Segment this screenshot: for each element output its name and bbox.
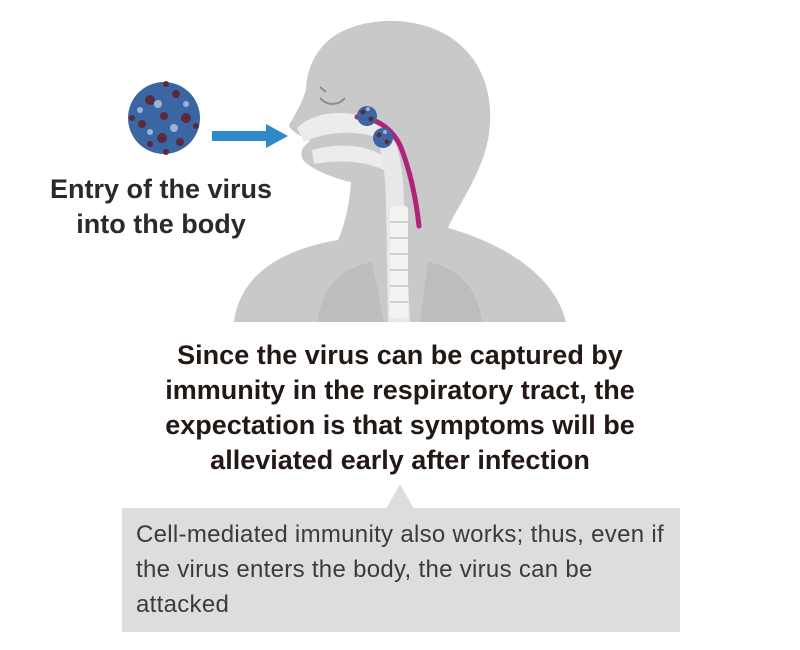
main-statement: Since the virus can be captured by immun… <box>165 340 635 475</box>
right-lung <box>420 262 482 322</box>
entry-label: Entry of the virus into the body <box>20 172 302 242</box>
callout-text: Cell-mediated immunity also works; thus,… <box>136 521 664 618</box>
virus-particle-icon <box>128 81 200 155</box>
entry-arrow-icon <box>212 124 288 148</box>
left-lung <box>318 262 384 322</box>
trachea <box>390 206 408 318</box>
oral-cavity <box>312 145 386 170</box>
closed-eye-icon <box>319 86 346 105</box>
virus-in-nose-icon <box>357 106 377 126</box>
virus-in-throat-icon <box>373 128 393 148</box>
callout-pointer <box>386 484 414 509</box>
entry-label-text: Entry of the virus into the body <box>49 174 273 239</box>
callout-box: Cell-mediated immunity also works; thus,… <box>122 508 680 632</box>
